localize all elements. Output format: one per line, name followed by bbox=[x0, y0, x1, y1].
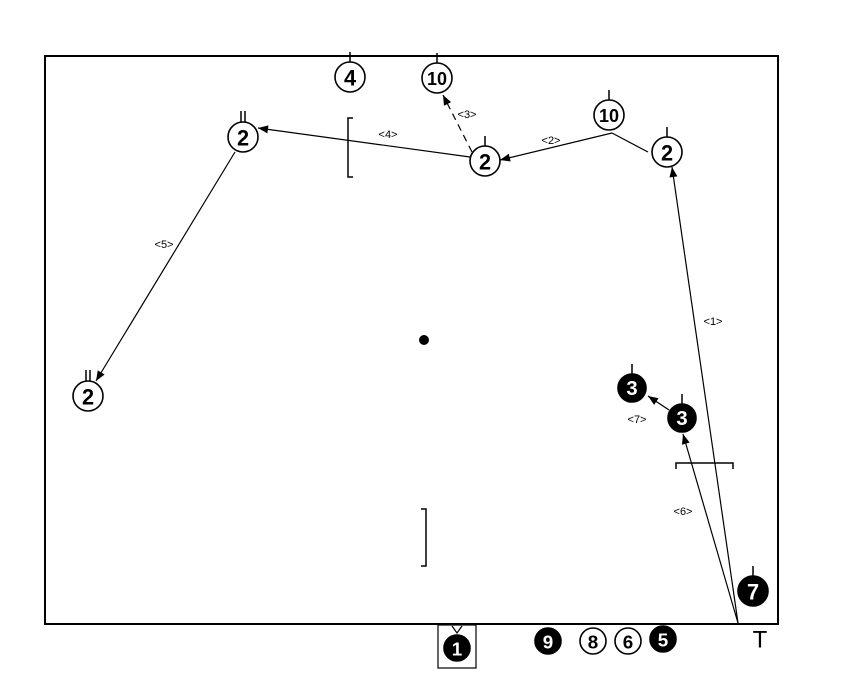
step-label-6: <6> bbox=[674, 506, 693, 518]
player-number: 4 bbox=[344, 66, 356, 91]
player-circle bbox=[649, 625, 677, 653]
movement-line-1 bbox=[671, 166, 739, 624]
player-p-3-a: 3 bbox=[617, 364, 647, 403]
court-boundary bbox=[44, 55, 779, 625]
player-number: 3 bbox=[626, 378, 637, 400]
player-p-10-mid: 10 bbox=[593, 90, 625, 131]
player-number: 9 bbox=[543, 632, 553, 653]
player-number: 5 bbox=[658, 630, 668, 651]
arrow-head-7 bbox=[681, 434, 690, 445]
step-label-3: <3> bbox=[458, 109, 477, 121]
movement-line-4 bbox=[442, 94, 473, 153]
players: 1 2 10 2 10 4 2 2 3 3 7 9 8 6 5 bbox=[72, 52, 769, 669]
step-label-7: <7> bbox=[628, 414, 647, 426]
player-number: 3 bbox=[676, 408, 687, 430]
player-circle bbox=[617, 373, 647, 403]
player-circle bbox=[667, 403, 697, 433]
player-circle bbox=[227, 121, 259, 153]
movement-lines bbox=[95, 94, 739, 624]
movement-line-7 bbox=[682, 433, 739, 624]
player-circle bbox=[443, 634, 471, 662]
step-label-1: <1> bbox=[704, 316, 723, 328]
player-circle bbox=[579, 627, 607, 655]
player-circle bbox=[593, 99, 625, 131]
player-circle bbox=[651, 136, 683, 168]
player-p-2-far-left: 2 bbox=[72, 370, 104, 412]
player-p-7: 7 bbox=[737, 566, 769, 607]
player-p-2-left: 2 bbox=[227, 111, 259, 153]
arrow-head-4 bbox=[443, 95, 452, 106]
player-circle bbox=[469, 145, 501, 177]
player-p-10-top: 10 bbox=[421, 53, 453, 94]
player-p-3-b: 3 bbox=[667, 394, 697, 433]
player-circle bbox=[72, 380, 104, 412]
step-label-5: <5> bbox=[155, 239, 174, 251]
arrow-head-8 bbox=[648, 396, 659, 405]
player-number: 1 bbox=[452, 639, 462, 660]
bracket-top bbox=[347, 117, 353, 178]
step-label-2: <2> bbox=[542, 135, 561, 147]
player-circle bbox=[421, 62, 453, 94]
t-marker: T bbox=[753, 627, 768, 654]
player-p-9: 9 bbox=[534, 627, 562, 655]
step-label-4: <4> bbox=[379, 129, 398, 141]
player-number: 2 bbox=[661, 141, 673, 166]
player-p-2-center: 2 bbox=[469, 136, 501, 177]
player-number: 10 bbox=[427, 69, 447, 89]
player-number: 2 bbox=[237, 126, 249, 151]
player-p-4-top: 4 bbox=[334, 52, 366, 93]
arrow-head-3 bbox=[500, 153, 511, 162]
movement-line-3 bbox=[499, 132, 613, 161]
player-box-notch bbox=[451, 625, 463, 635]
arrow-head-1 bbox=[669, 167, 678, 178]
arrow-head-6 bbox=[96, 370, 105, 381]
player-circle bbox=[534, 627, 562, 655]
player-p-6: 6 bbox=[614, 627, 642, 655]
center-dot bbox=[419, 335, 429, 345]
player-p-5: 5 bbox=[649, 625, 677, 653]
player-number: 7 bbox=[747, 580, 759, 605]
player-p-2-right: 2 bbox=[651, 127, 683, 168]
player-number: 10 bbox=[599, 106, 619, 126]
player-box bbox=[437, 624, 477, 669]
arrow-head-5 bbox=[258, 125, 269, 134]
movement-line-5 bbox=[257, 127, 471, 158]
step-labels: <1> <2> <3> <4> <5> <6> <7> bbox=[155, 109, 723, 518]
player-circle bbox=[737, 575, 769, 607]
player-p-8: 8 bbox=[579, 627, 607, 655]
player-number: 6 bbox=[623, 632, 633, 653]
bracket-bottom bbox=[421, 508, 427, 567]
movement-line-6 bbox=[95, 151, 236, 382]
player-p-1-bottom: 1 bbox=[437, 624, 477, 669]
player-number: 2 bbox=[479, 150, 491, 175]
bracket-right bbox=[675, 462, 734, 469]
player-number: 2 bbox=[82, 385, 94, 410]
movement-line-2 bbox=[611, 132, 649, 153]
player-circle bbox=[614, 627, 642, 655]
player-number: 8 bbox=[588, 632, 598, 653]
player-circle bbox=[334, 61, 366, 93]
